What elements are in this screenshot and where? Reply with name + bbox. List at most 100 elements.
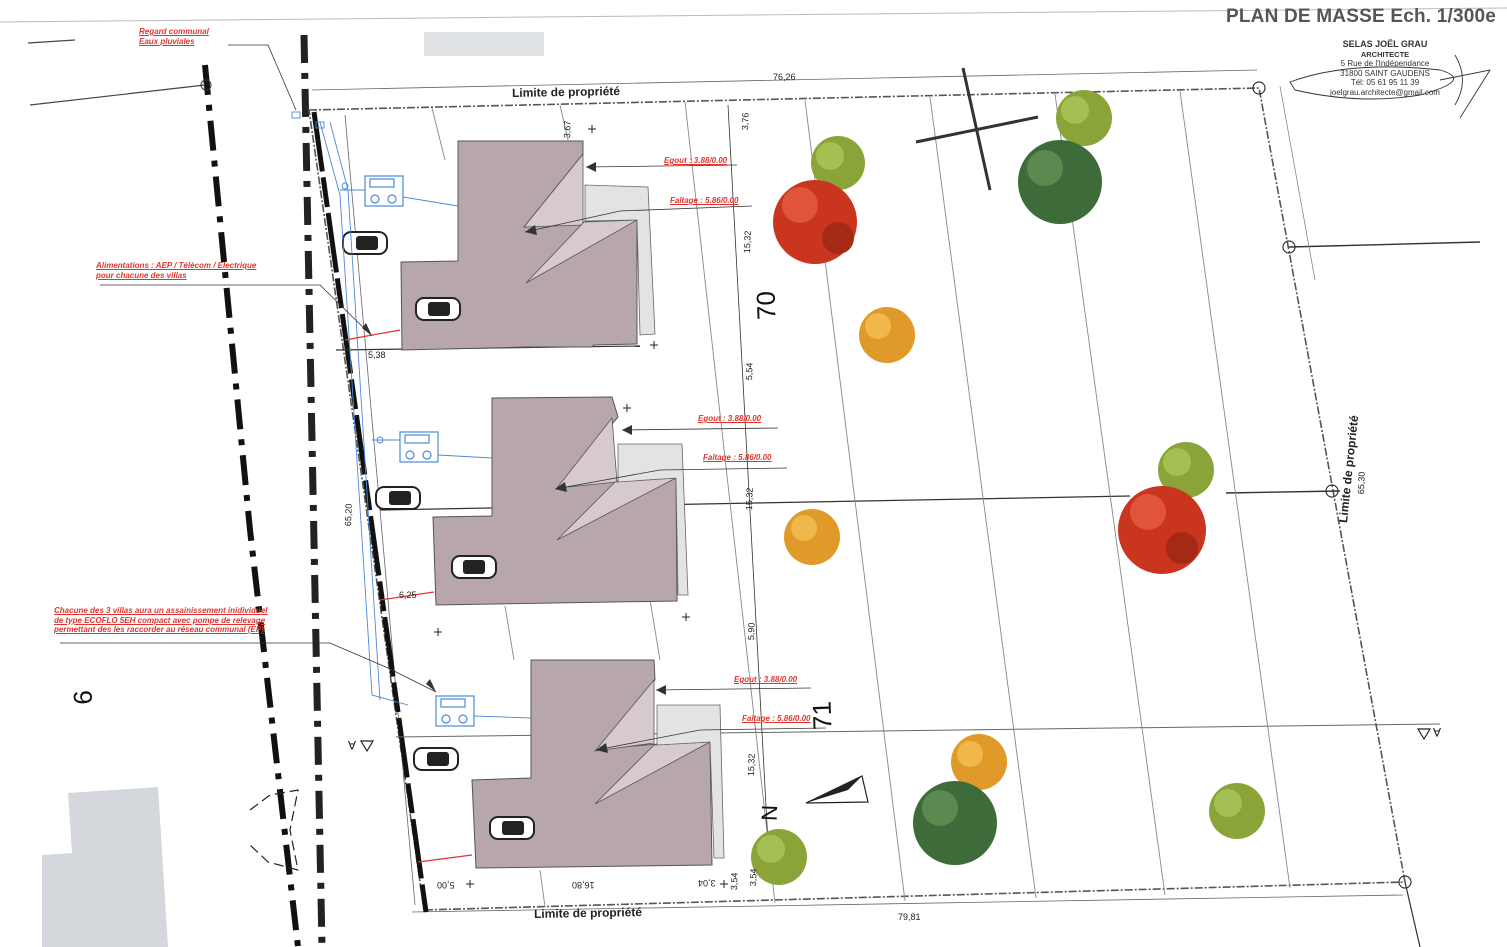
car-icon [413, 747, 459, 771]
level-egout-1: Egout : 3.88/0.00 [664, 156, 728, 165]
limit-bottom-label: Limite de propriété [533, 905, 643, 921]
architect-city: 31800 SAINT GAUDENS [1340, 68, 1430, 78]
dim-top-length: 76,26 [773, 72, 796, 82]
car-icon [489, 816, 535, 840]
dim-left-length: 65,20 [343, 503, 354, 527]
frontage-wall [311, 111, 429, 913]
car-icon [342, 231, 388, 255]
architect-address: 5 Rue de l'Indépendance [1340, 59, 1430, 68]
level-egout-2: Egout : 3.88/0.00 [698, 414, 762, 423]
dim-15-32-a: 15,32 [742, 230, 753, 254]
architect-email: joelgrau.architecte@gmail.com [1330, 87, 1440, 97]
tree-orange-icon [859, 307, 915, 363]
section-a-left-label: A [348, 738, 357, 752]
north-arrow-icon [805, 775, 869, 804]
road-axis-line [300, 34, 326, 947]
annotation-leaders [60, 44, 827, 751]
villa-3 [471, 659, 725, 869]
dimension-line-bottom [411, 894, 1404, 913]
note-alimentations: Alimentations : AEP / Télécom / Electriq… [96, 261, 256, 280]
neighbour-line [1279, 85, 1316, 281]
tree-dark-icon [1018, 140, 1102, 224]
neighbour-line [1288, 241, 1481, 248]
road-edge-line [27, 39, 76, 44]
garage-hatched [584, 184, 656, 336]
parcel-number-70: 70 [750, 290, 782, 321]
note-regard-line2: Eaux pluviales [139, 36, 195, 46]
note-assain-line3: permettant des les raccorder au réseau c… [54, 625, 264, 634]
header-rule [0, 7, 1507, 23]
plan-title: PLAN DE MASSE Ech. 1/300e [1226, 6, 1497, 27]
boundary-marker [200, 79, 212, 91]
boundary-axis-left [202, 64, 301, 947]
level-faitage-1: Faîtage : 5.86/0.00 [670, 196, 739, 205]
note-regard: Regard communal Eaux pluviales [139, 27, 209, 46]
dim-right-length: 65,30 [1356, 471, 1367, 495]
dim-3-54-a: 3,54 [729, 872, 740, 891]
dim-16-80: 16,80 [572, 880, 595, 890]
septic-tank-icon [399, 431, 439, 463]
tree-olive-icon [1158, 442, 1214, 498]
architect-role: ARCHITECTE [1360, 49, 1410, 59]
tree-olive-icon [1056, 90, 1112, 146]
tree-red-icon [773, 180, 857, 264]
header-grey-band [424, 32, 544, 56]
dim-5-90: 5,90 [746, 622, 757, 641]
parcel-number-71: 71 [806, 700, 838, 731]
garage-hatched [617, 443, 689, 596]
neighbour-line [1225, 490, 1341, 494]
section-marker-icon [359, 728, 1432, 753]
road-edge-line [29, 84, 206, 106]
dim-6-25: 6,25 [399, 590, 417, 600]
dim-5-54: 5,54 [744, 362, 755, 381]
roof-ridge [525, 219, 638, 284]
signature-mark [1289, 54, 1491, 119]
parcel-number-6: 6 [67, 689, 98, 706]
dim-15-32-b: 15,32 [744, 487, 755, 511]
level-egout-3: Egout : 3.88/0.00 [734, 675, 798, 684]
boundary-marker [1252, 81, 1266, 95]
tree-orange-icon [784, 509, 840, 565]
limit-top-label: Limite de propriété [511, 84, 621, 100]
note-regard-line1: Regard communal [139, 27, 209, 36]
level-faitage-2: Faîtage : 5.86/0.00 [703, 453, 772, 462]
tree-olive-icon [811, 136, 865, 190]
neighbour-house-outline [249, 789, 299, 871]
note-alim-line1: Alimentations : AEP / Télécom / Electriq… [96, 261, 257, 270]
compass-cross [915, 67, 1039, 191]
dim-5-00: 5,00 [437, 880, 455, 890]
boundary-marker [1398, 875, 1412, 889]
utility-connectors [344, 329, 473, 863]
septic-tank-icon [435, 695, 475, 727]
villa-1 [400, 140, 656, 351]
neighbour-building [42, 787, 168, 947]
dim-15-32-c: 15,32 [746, 753, 757, 777]
dim-3-76: 3,76 [740, 112, 751, 131]
architect-phone: Tél: 05 61 95 11 39 [1350, 78, 1420, 87]
north-label: N [756, 804, 783, 822]
network-lines [291, 111, 532, 719]
leader-arrows [362, 162, 666, 753]
level-faitage-3: Faîtage : 5.86/0.00 [742, 714, 811, 723]
neighbour-line [1404, 881, 1421, 947]
note-assainissement: Chacune des 3 villas aura un assainissem… [54, 606, 267, 635]
dim-bottom-length: 79,81 [898, 912, 921, 922]
villa-2 [432, 396, 689, 606]
architect-block: SELAS JOËL GRAU ARCHITECTE 5 Rue de l'In… [1290, 39, 1480, 97]
tree-orange-icon [951, 734, 1007, 790]
garage-hatched [656, 704, 725, 859]
note-alim-line2: pour chacune des villas [96, 270, 187, 280]
interior-dimension-axis [727, 104, 771, 881]
dim-3-67: 3,67 [562, 120, 573, 139]
car-icon [375, 486, 421, 510]
dimension-line-top [311, 69, 1258, 91]
roof-ridge [594, 678, 655, 752]
note-assain-line1: Chacune des 3 villas aura un assainissem… [54, 606, 268, 615]
tree-dark-icon [913, 781, 997, 865]
tree-red-icon [1118, 486, 1206, 574]
car-icon [415, 297, 461, 321]
tree-olive-icon [1209, 783, 1265, 839]
septic-tank-icon [364, 175, 404, 207]
dim-3-54-b: 3,54 [748, 868, 759, 887]
